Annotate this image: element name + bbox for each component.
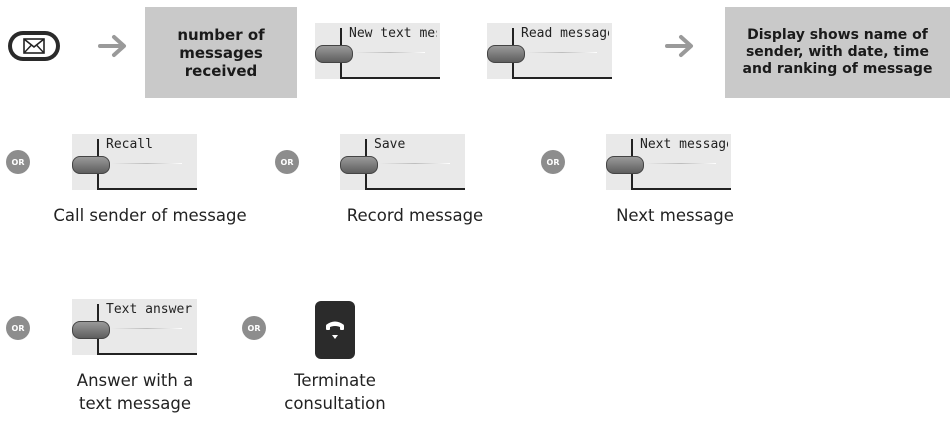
softkey-label: Next message	[640, 137, 728, 152]
or-badge: OR	[6, 316, 30, 340]
recall-caption: Call sender of message	[53, 206, 247, 225]
or-badge: OR	[275, 150, 299, 174]
envelope-icon	[23, 38, 45, 54]
softkey-button[interactable]	[72, 321, 110, 339]
softkey-button[interactable]	[315, 45, 353, 63]
softkey-button[interactable]	[72, 156, 110, 174]
recall-softkey[interactable]: Recall	[72, 134, 197, 190]
read-message-softkey[interactable]: Read message	[487, 23, 612, 79]
text-answer-softkey[interactable]: Text answer	[72, 299, 197, 355]
save-softkey[interactable]: Save	[340, 134, 465, 190]
softkey-label: Text answer	[106, 302, 193, 317]
arrow-right-icon	[98, 34, 128, 58]
softkey-label: Read message	[521, 26, 609, 41]
message-count-box: number of messages received	[145, 7, 297, 98]
or-badge: OR	[242, 316, 266, 340]
display-info-box: Display shows name of sender, with date,…	[725, 7, 950, 98]
message-count-text: number of messages received	[177, 25, 265, 80]
softkey-button[interactable]	[487, 45, 525, 63]
hang-up-icon[interactable]	[315, 301, 355, 359]
display-info-text: Display shows name of sender, with date,…	[742, 27, 933, 77]
softkey-label: Save	[374, 137, 406, 152]
or-badge: OR	[541, 150, 565, 174]
save-caption: Record message	[346, 206, 484, 225]
softkey-button[interactable]	[606, 156, 644, 174]
next-caption: Next message	[616, 206, 734, 225]
message-key-icon[interactable]	[8, 31, 60, 61]
or-badge: OR	[6, 150, 30, 174]
softkey-button[interactable]	[340, 156, 378, 174]
arrow-right-icon	[665, 34, 695, 58]
softkey-label: New text message	[349, 26, 437, 41]
text-answer-caption: Answer with a text message	[76, 371, 194, 413]
new-text-message-softkey[interactable]: New text message	[315, 23, 440, 79]
next-message-softkey[interactable]: Next message	[606, 134, 731, 190]
terminate-caption: Terminate consultation	[284, 371, 386, 413]
softkey-label: Recall	[106, 137, 153, 152]
